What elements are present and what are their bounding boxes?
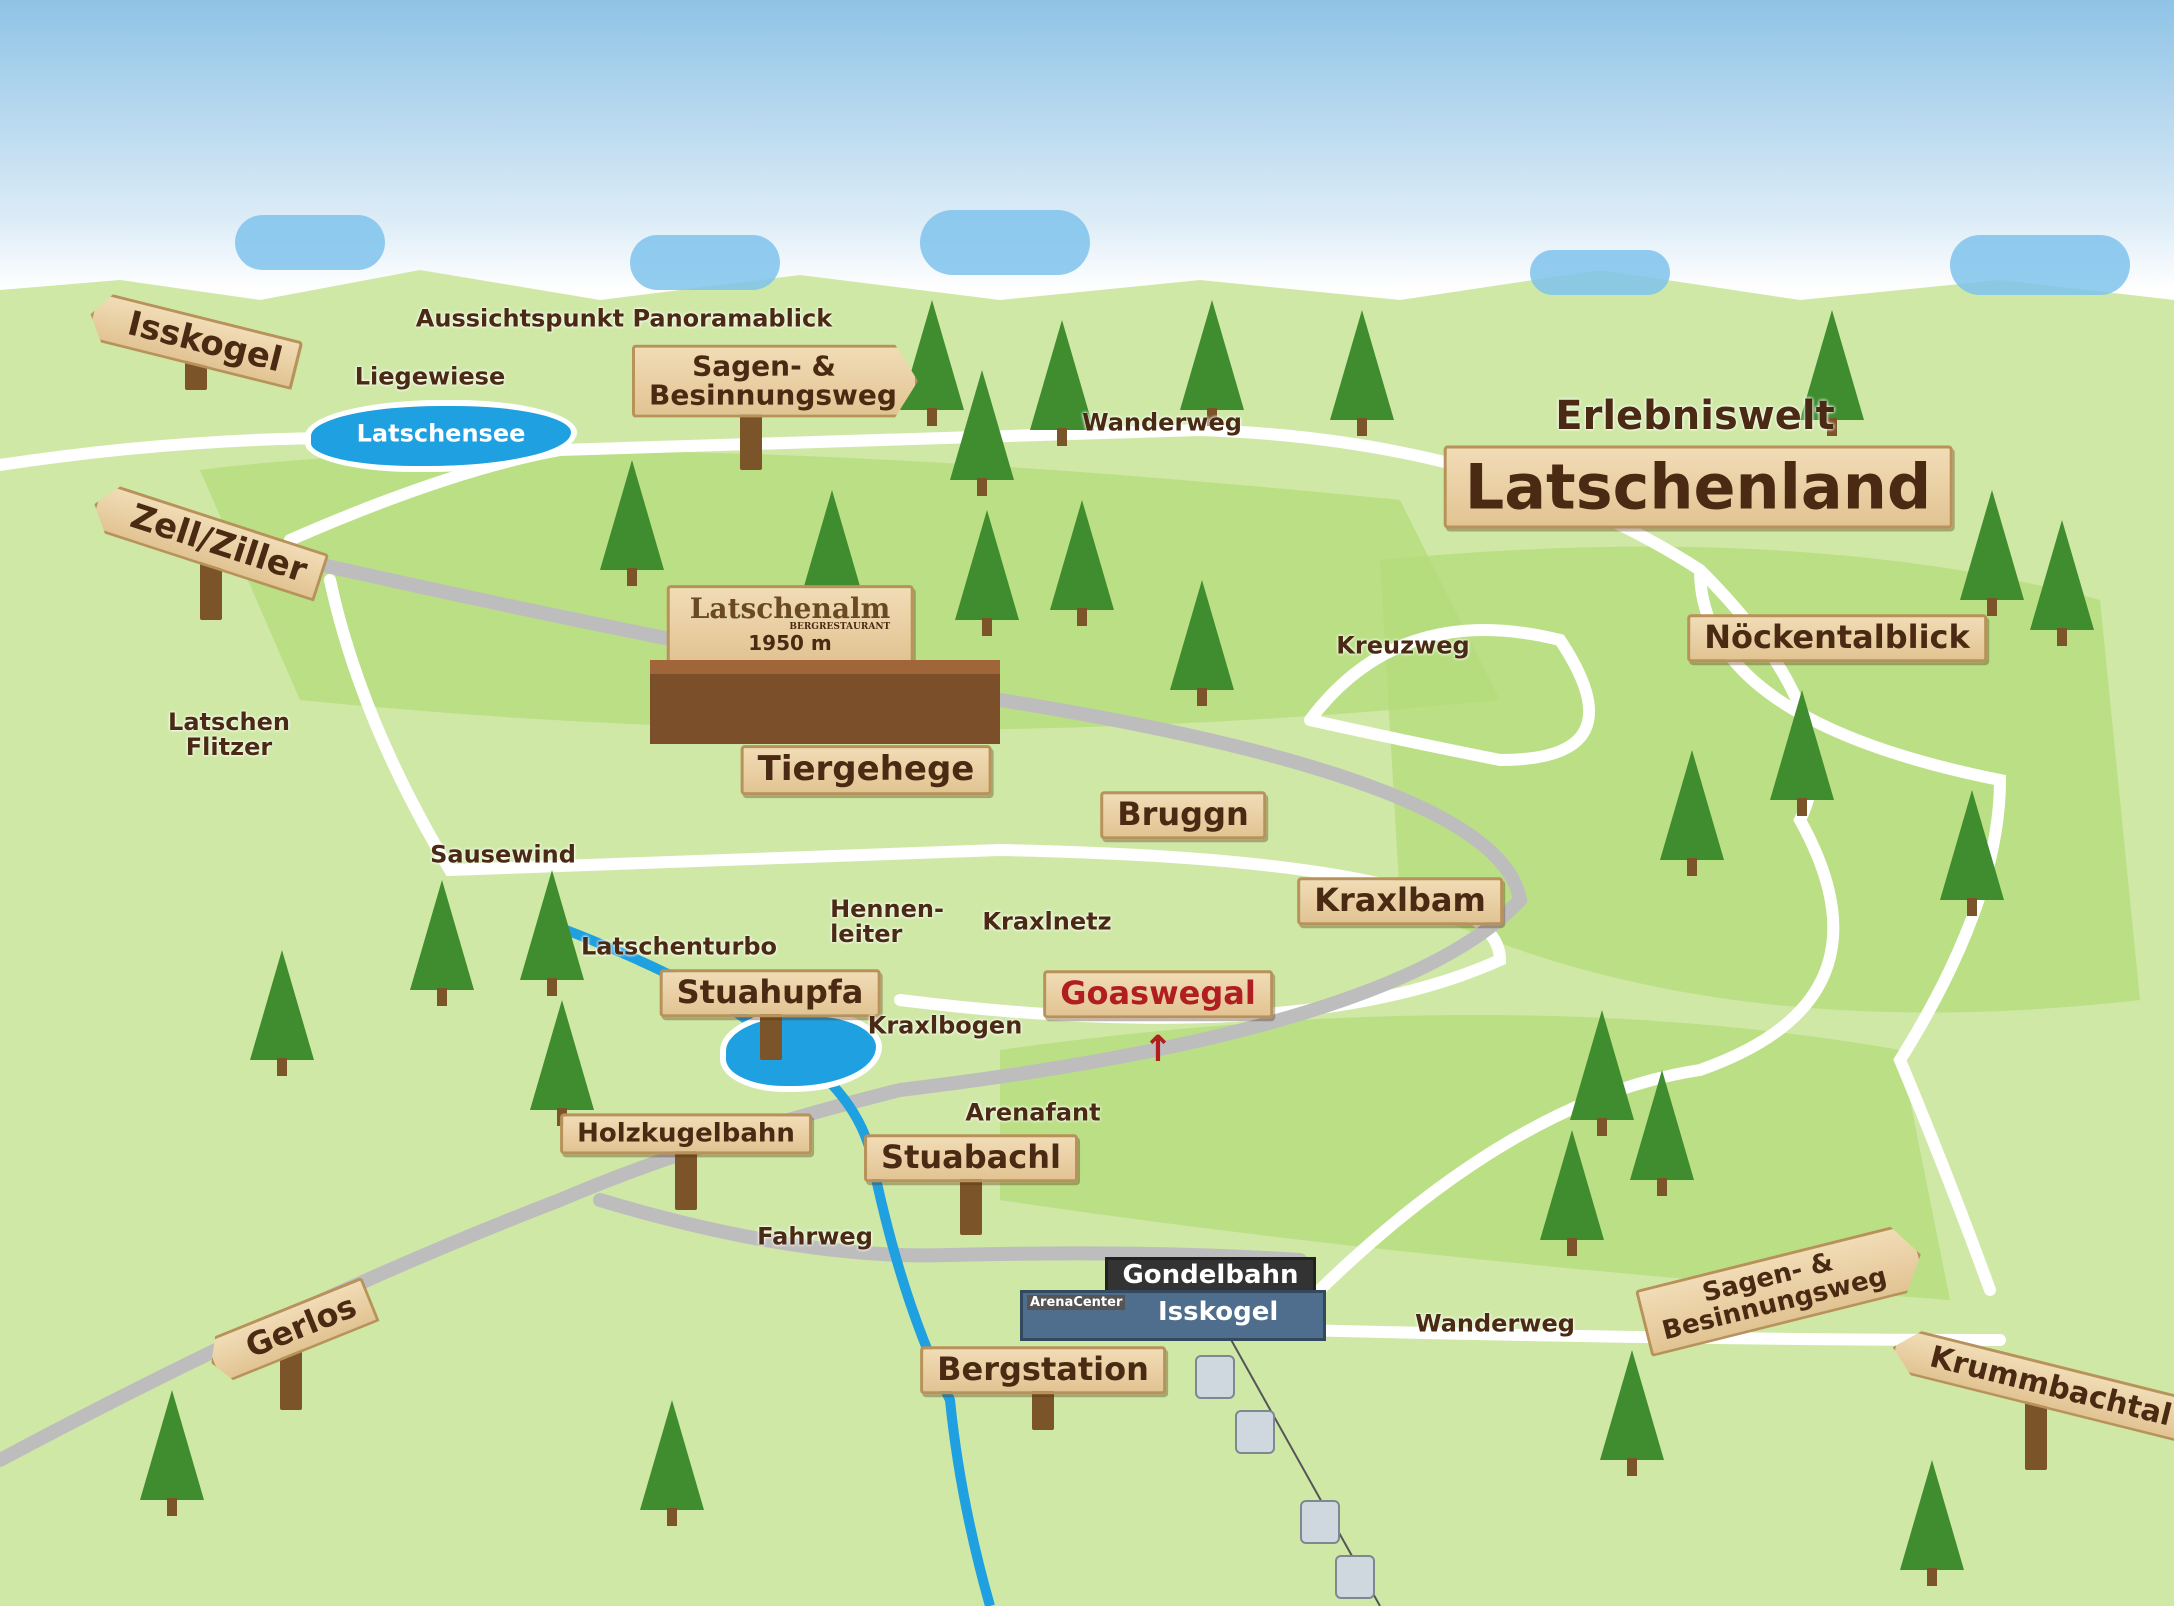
- cloud: [630, 235, 780, 290]
- tree-icon: [250, 950, 314, 1076]
- tree-icon: [955, 510, 1019, 636]
- tree-icon: [1630, 1070, 1694, 1196]
- tree-icon: [1540, 1130, 1604, 1256]
- tree-icon: [640, 1400, 704, 1526]
- label-hennenleiter: Hennen- leiter: [830, 894, 944, 948]
- tree-icon: [1660, 750, 1724, 876]
- cloud: [1950, 235, 2130, 295]
- tree-icon: [410, 880, 474, 1006]
- sign-bruggn: Bruggn: [1100, 791, 1266, 839]
- tree-icon: [1900, 1460, 1964, 1586]
- tree-icon: [800, 490, 864, 616]
- label-aussichtspunkt: Aussichtspunkt Panoramablick: [415, 304, 833, 333]
- sign-bergstation: Bergstation: [920, 1346, 1166, 1394]
- sign-holzkugelbahn: Holzkugelbahn: [560, 1113, 812, 1155]
- sign-latschenalm: Latschenalm BERGRESTAURANT 1950 m: [666, 585, 914, 663]
- latschenalm-altitude: 1950 m: [748, 630, 832, 655]
- label-latschen-flitzer-line1: Latschen: [168, 707, 290, 736]
- label-fahrweg: Fahrweg: [757, 1222, 873, 1251]
- sign-post: [1032, 1385, 1054, 1430]
- sign-stuabachl: Stuabachl: [864, 1134, 1078, 1182]
- label-arenafant: Arenafant: [965, 1098, 1101, 1127]
- label-kreuzweg: Kreuzweg: [1336, 631, 1470, 660]
- tree-icon: [1940, 790, 2004, 916]
- sign-post: [675, 1150, 697, 1210]
- sign-sagen-besinnungsweg-top: Sagen- & Besinnungsweg: [632, 344, 918, 418]
- tree-icon: [1050, 500, 1114, 626]
- label-wanderweg-top: Wanderweg: [1082, 408, 1242, 437]
- title-erlebniswelt: Erlebniswelt: [1555, 393, 1835, 439]
- sign-tiergehege: Tiergehege: [740, 745, 992, 795]
- label-latschen-flitzer-line2: Flitzer: [185, 733, 273, 761]
- sign-stuahupfa: Stuahupfa: [659, 969, 881, 1017]
- station-building: ArenaCenter Isskogel: [1020, 1290, 1326, 1341]
- label-latschenturbo: Latschenturbo: [581, 932, 777, 961]
- gondola-icon: [1335, 1555, 1375, 1599]
- gondola-icon: [1235, 1410, 1275, 1454]
- tree-icon: [1170, 580, 1234, 706]
- tree-icon: [1570, 1010, 1634, 1136]
- cloud: [920, 210, 1090, 275]
- tree-icon: [1180, 300, 1244, 426]
- latschensee-label: Latschensee: [356, 419, 526, 448]
- title-latschenland: Latschenland: [1443, 445, 1953, 529]
- latschenalm-subtitle: BERGRESTAURANT: [789, 622, 891, 633]
- label-kraxlnetz: Kraxlnetz: [982, 907, 1112, 936]
- sign-post: [2025, 1400, 2047, 1470]
- label-latschen-flitzer: Latschen Flitzer: [168, 707, 290, 761]
- sign-post: [740, 400, 762, 470]
- up-arrow-icon: ↑: [1142, 1029, 1174, 1071]
- arenacenter-label: ArenaCenter: [1027, 1295, 1126, 1310]
- tree-icon: [1030, 320, 1094, 446]
- label-hennenleiter-line1: Hennen-: [830, 894, 944, 923]
- gondelbahn-banner: Gondelbahn: [1105, 1257, 1316, 1293]
- tree-icon: [1800, 310, 1864, 436]
- label-kraxlbogen: Kraxlbogen: [867, 1011, 1023, 1040]
- tree-icon: [2030, 520, 2094, 646]
- tree-icon: [520, 870, 584, 996]
- cloud: [1530, 250, 1670, 295]
- label-liegewiese: Liegewiese: [354, 362, 506, 391]
- label-sausewind: Sausewind: [430, 840, 576, 869]
- tree-icon: [1770, 690, 1834, 816]
- sign-noeckentalblick: Nöckentalblick: [1687, 614, 1987, 662]
- stuahupfa-pond: [720, 1010, 882, 1092]
- sign-kraxlbam: Kraxlbam: [1297, 877, 1503, 925]
- sign-post: [960, 1175, 982, 1235]
- tree-icon: [600, 460, 664, 586]
- tree-icon: [950, 370, 1014, 496]
- latschenalm-name: Latschenalm: [689, 592, 891, 626]
- isskogel-station-label: Isskogel: [1158, 1297, 1279, 1327]
- tree-icon: [140, 1390, 204, 1516]
- tree-icon: [530, 1000, 594, 1126]
- label-wanderweg-bottom: Wanderweg: [1415, 1309, 1575, 1338]
- gondola-icon: [1300, 1500, 1340, 1544]
- tree-icon: [1600, 1350, 1664, 1476]
- restaurant-building: [650, 660, 1000, 744]
- latschensee-lake: [305, 400, 577, 472]
- sign-goaswegal: Goaswegal: [1043, 970, 1273, 1018]
- label-hennenleiter-line2: leiter: [830, 920, 903, 948]
- tree-icon: [1330, 310, 1394, 436]
- cloud: [235, 215, 385, 270]
- tree-icon: [1960, 490, 2024, 616]
- gondola-icon: [1195, 1355, 1235, 1399]
